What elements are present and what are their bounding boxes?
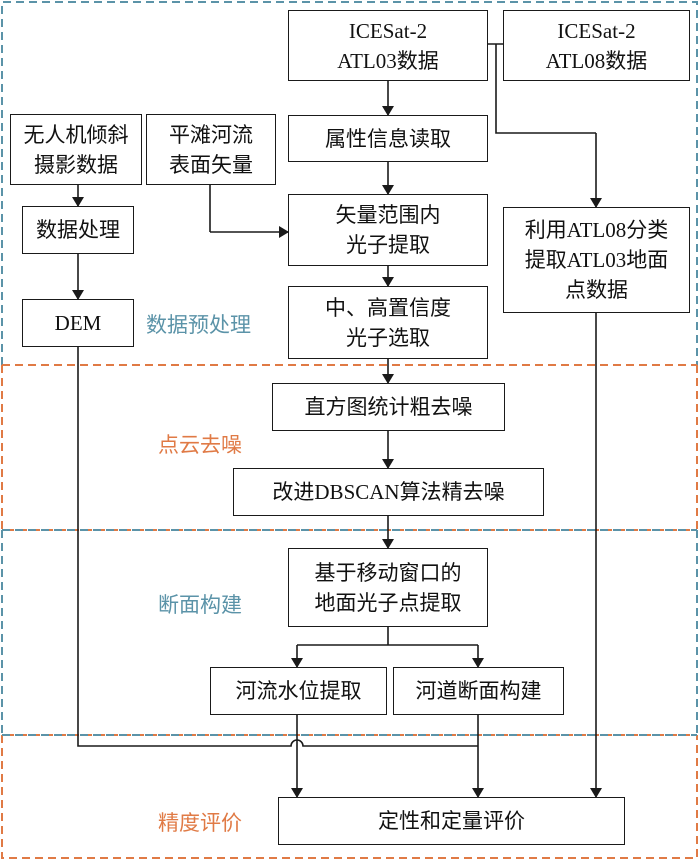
node-channel-section: 河道断面构建 — [393, 667, 564, 715]
node-confidence-select: 中、高置信度 光子选取 — [288, 286, 488, 359]
connector-atl03-atl08 — [487, 43, 596, 134]
node-water-level: 河流水位提取 — [210, 667, 387, 715]
node-atl03: ICESat-2 ATL03数据 — [288, 10, 488, 81]
node-river-vector: 平滩河流 表面矢量 — [146, 114, 276, 185]
section-border-accuracy — [1, 735, 698, 859]
section-border-denoise — [1, 364, 698, 530]
node-evaluation: 定性和定量评价 — [278, 797, 625, 845]
stage-label-preprocess: 数据预处理 — [146, 313, 251, 337]
node-dem: DEM — [22, 299, 134, 347]
split-window — [297, 626, 478, 646]
node-data-process: 数据处理 — [22, 206, 134, 254]
node-moving-window: 基于移动窗口的 地面光子点提取 — [288, 548, 488, 627]
node-dbscan-denoise: 改进DBSCAN算法精去噪 — [233, 468, 544, 516]
connectors — [72, 43, 602, 798]
node-histogram-denoise: 直方图统计粗去噪 — [272, 383, 505, 431]
stage-label-section: 断面构建 — [158, 593, 242, 617]
node-atl08: ICESat-2 ATL08数据 — [503, 10, 690, 81]
stage-label-accuracy: 精度评价 — [158, 811, 242, 835]
stage-label-denoise: 点云去噪 — [158, 433, 242, 457]
node-atl08-classify: 利用ATL08分类 提取ATL03地面 点数据 — [503, 207, 690, 313]
node-uav: 无人机倾斜 摄影数据 — [10, 114, 142, 185]
section-border-section — [1, 529, 698, 735]
node-vector-extract: 矢量范围内 光子提取 — [288, 194, 488, 266]
section-border-preprocess — [1, 1, 698, 365]
connector-dem-to-eval — [77, 346, 478, 747]
node-attr-read: 属性信息读取 — [288, 115, 488, 162]
